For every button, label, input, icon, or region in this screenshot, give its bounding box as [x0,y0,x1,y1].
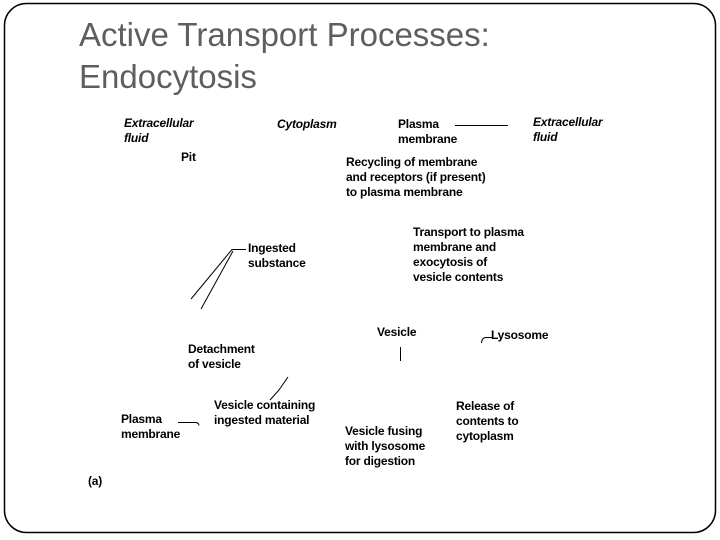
leader-line-plasma-membrane-bottom [178,422,200,426]
label-vesicle-fusing: Vesicle fusing with lysosome for digesti… [345,424,426,468]
label-plasma-membrane-top: Plasma membrane [398,117,458,146]
leader-line-lysosome [481,337,492,344]
slide-title-line2: Endocytosis [79,58,257,95]
leader-line-ingested-substance-2 [200,250,234,310]
label-plasma-membrane-bottom: Plasma membrane [121,412,181,441]
label-transport-exocytosis: Transport to plasma membrane and exocyto… [413,225,524,284]
leader-line-vesicle-containing [269,376,289,401]
label-recycling-of-membrane: Recycling of membrane and receptors (if … [346,155,486,199]
label-ingested-substance: Ingested substance [248,241,306,270]
label-lysosome: Lysosome [491,328,549,342]
label-detachment-of-vesicle: Detachment of vesicle [188,342,255,371]
label-pit: Pit [181,150,196,164]
leader-line-ingested-substance-1 [190,249,246,300]
label-cytoplasm: Cytoplasm [277,117,337,131]
slide-border [3,2,717,534]
slide-title: Active Transport Processes: Endocytosis [79,14,490,98]
label-release-of-contents: Release of contents to cytoplasm [456,399,519,443]
panel-letter: (a) [88,474,103,488]
slide-title-line1: Active Transport Processes: [79,16,490,53]
label-vesicle-containing: Vesicle containing ingested material [214,398,316,427]
label-extracellular-fluid-left: Extracellular fluid [124,116,194,145]
label-vesicle: Vesicle [377,325,417,339]
label-extracellular-fluid-right: Extracellular fluid [533,115,603,144]
